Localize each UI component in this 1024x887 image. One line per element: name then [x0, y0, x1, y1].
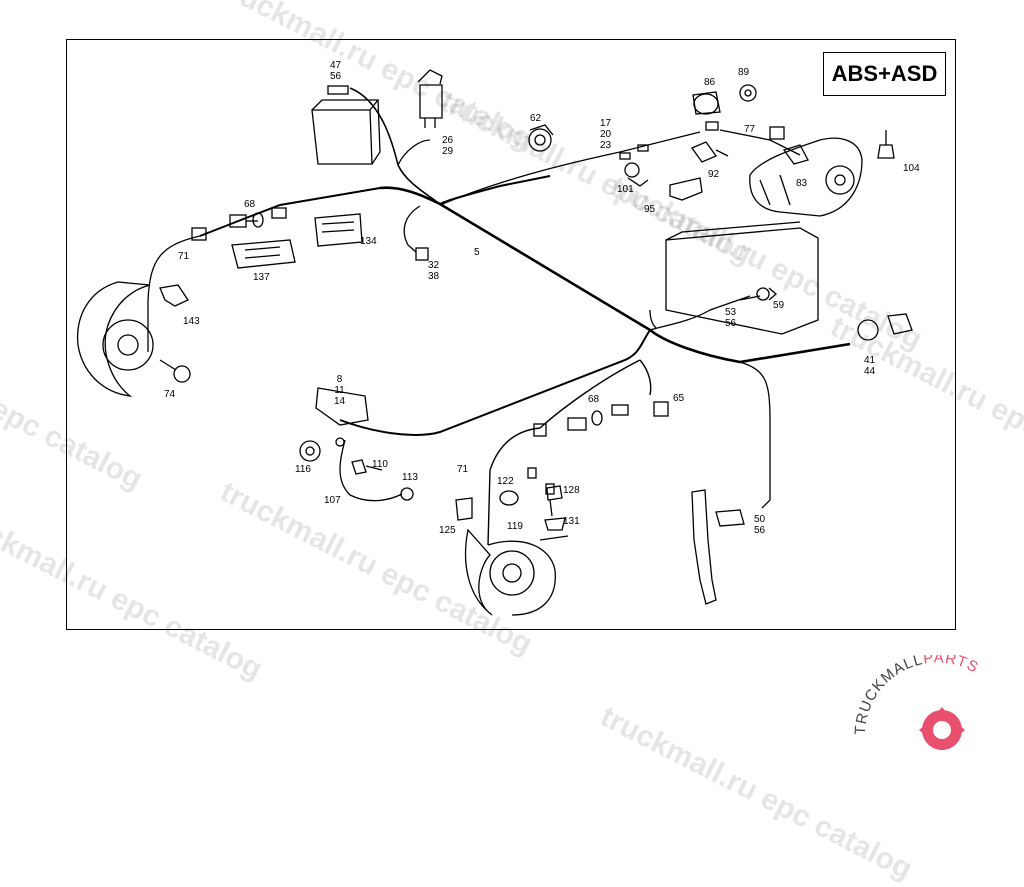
callout-8-11-14: 8 11 14	[334, 374, 346, 407]
truckmall-logo: TRUCKMALLPARTS	[852, 655, 982, 750]
callout-41-44: 41 44	[864, 355, 876, 377]
callout-32-38: 32 38	[428, 260, 440, 282]
harness-branch-up	[349, 87, 441, 205]
harness-branch-lower	[339, 329, 651, 436]
callout-5: 5	[474, 247, 480, 258]
callout-74: 74	[164, 389, 176, 400]
callout-122: 122	[497, 476, 514, 487]
callout-101: 101	[617, 184, 634, 195]
wiring-harness-drawing	[76, 69, 913, 616]
main-harness-trunk	[379, 186, 851, 364]
gear-icon	[919, 707, 965, 750]
callout-77: 77	[744, 124, 756, 135]
callout-86: 86	[704, 77, 716, 88]
callout-113: 113	[402, 472, 418, 483]
callout-125: 125	[439, 525, 456, 536]
callout-107: 107	[324, 495, 341, 506]
callout-26-29: 26 29	[442, 135, 454, 157]
callout-119: 119	[507, 521, 523, 532]
diagram-frame	[66, 39, 956, 630]
differential-housing	[749, 137, 863, 217]
harness-branch-ecu	[439, 175, 551, 205]
svg-text:TRUCKMALLPARTS: TRUCKMALLPARTS	[852, 655, 982, 735]
callout-137: 137	[253, 272, 270, 283]
ecu-box	[665, 227, 819, 335]
callout-62: 62	[530, 113, 542, 124]
callout-143: 143	[183, 316, 200, 327]
callout-134: 134	[360, 236, 377, 247]
callout-104: 104	[903, 163, 920, 174]
callout-17-20-23: 17 20 23	[600, 118, 612, 151]
callout-83: 83	[796, 178, 808, 189]
callout-71-upper: 71	[178, 251, 190, 262]
callout-65: 65	[673, 393, 685, 404]
callout-47-56: 47 56	[330, 60, 342, 82]
callout-128: 128	[563, 485, 580, 496]
callout-68-lower: 68	[588, 394, 600, 405]
callout-68-upper: 68	[244, 199, 256, 210]
harness-branch-rear	[639, 359, 652, 396]
callout-116: 116	[295, 464, 311, 475]
callout-53-56: 53 56	[725, 307, 737, 329]
system-title: ABS+ASD	[823, 52, 946, 96]
brake-disc-right	[464, 528, 493, 616]
callout-131: 131	[563, 516, 580, 527]
callout-71-lower: 71	[457, 464, 469, 475]
callout-92: 92	[708, 169, 720, 180]
callout-95: 95	[644, 204, 656, 215]
harness-branch-left	[199, 187, 381, 237]
callout-110: 110	[372, 459, 388, 470]
callout-50-56: 50 56	[754, 514, 766, 536]
callout-59: 59	[773, 300, 785, 311]
callout-89: 89	[738, 67, 750, 78]
brake-disc-left	[76, 281, 151, 397]
